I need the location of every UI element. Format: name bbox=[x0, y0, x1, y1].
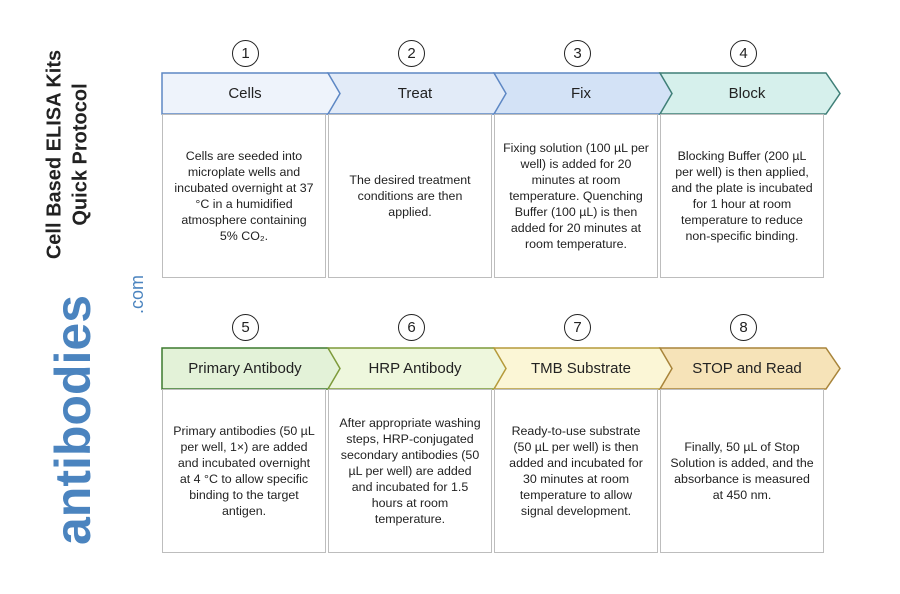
step-label: Block bbox=[728, 85, 766, 102]
step-number-1: 1 bbox=[232, 40, 259, 67]
brand-logo: antibodies .com bbox=[20, 275, 147, 556]
step-chevron-1: Cells bbox=[161, 72, 343, 115]
step-number-6: 6 bbox=[398, 314, 425, 341]
step-description-3: Fixing solution (100 µL per well) is add… bbox=[494, 114, 658, 278]
step-chevron-7: TMB Substrate bbox=[492, 347, 675, 390]
step-chevron-6: HRP Antibody bbox=[326, 347, 509, 390]
step-label: HRP Antibody bbox=[368, 360, 462, 377]
step-description-1: Cells are seeded into microplate wells a… bbox=[162, 114, 326, 278]
step-label: Cells bbox=[228, 85, 262, 102]
step-description-5: Primary antibodies (50 µL per well, 1×) … bbox=[162, 389, 326, 553]
step-chevron-2: Treat bbox=[326, 72, 509, 115]
step-description-6: After appropriate washing steps, HRP-con… bbox=[328, 389, 492, 553]
step-label: Primary Antibody bbox=[188, 360, 302, 377]
title-line-1: Cell Based ELISA Kits bbox=[43, 49, 66, 260]
chevron-shape bbox=[658, 347, 841, 390]
chevron-shape bbox=[658, 72, 841, 115]
title-line-2: Quick Protocol bbox=[69, 83, 92, 226]
step-chevron-4: Block bbox=[658, 72, 841, 115]
step-chevron-8: STOP and Read bbox=[658, 347, 841, 390]
step-label: Treat bbox=[397, 85, 433, 102]
step-number-8: 8 bbox=[730, 314, 757, 341]
chevron-body bbox=[658, 72, 841, 115]
step-description-8: Finally, 50 µL of Stop Solution is added… bbox=[660, 389, 824, 553]
step-label: TMB Substrate bbox=[530, 360, 632, 377]
step-chevron-5: Primary Antibody bbox=[161, 347, 343, 390]
step-chevron-3: Fix bbox=[492, 72, 675, 115]
step-number-7: 7 bbox=[564, 314, 591, 341]
step-description-4: Blocking Buffer (200 µL per well) is the… bbox=[660, 114, 824, 278]
step-label: STOP and Read bbox=[692, 360, 802, 377]
step-number-3: 3 bbox=[564, 40, 591, 67]
step-description-7: Ready-to-use substrate (50 µL per well) … bbox=[494, 389, 658, 553]
brand-suffix: .com bbox=[127, 274, 148, 315]
step-number-5: 5 bbox=[232, 314, 259, 341]
step-number-2: 2 bbox=[398, 40, 425, 67]
step-number-4: 4 bbox=[730, 40, 757, 67]
chevron-body bbox=[658, 347, 841, 390]
step-label: Fix bbox=[571, 85, 591, 102]
step-description-2: The desired treatment conditions are the… bbox=[328, 114, 492, 278]
protocol-title: Cell Based ELISA Kits Quick Protocol bbox=[38, 48, 118, 270]
brand-name: antibodies bbox=[45, 294, 101, 546]
